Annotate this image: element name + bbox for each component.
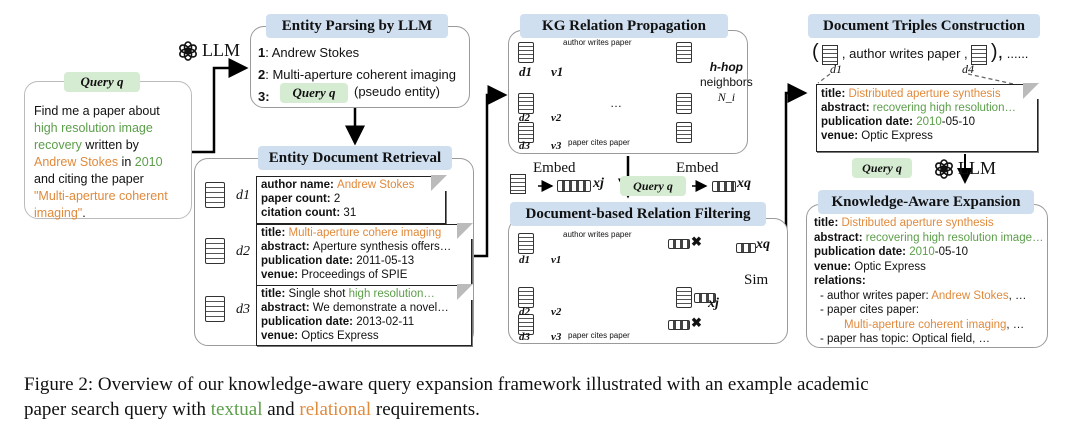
query-box bbox=[24, 81, 192, 219]
doc-card-d3: title: Single shot high resolution… abst… bbox=[256, 284, 473, 346]
filter-label-d1: d1 bbox=[519, 254, 530, 266]
kg-label-d1: d1 bbox=[519, 64, 532, 79]
kg-label-d3: d3 bbox=[519, 140, 530, 152]
filter-xj: xj bbox=[708, 296, 719, 311]
entity-parsing-title: Entity Parsing by LLM bbox=[266, 14, 448, 38]
kg-label-d2: d2 bbox=[519, 112, 530, 124]
filtering-box bbox=[508, 218, 788, 344]
expansion-content: title: Distributed aperture synthesis ab… bbox=[814, 217, 1044, 345]
filter-rel-top: author writes paper bbox=[563, 230, 632, 239]
pseudo-entity-text: (pseudo entity) bbox=[354, 84, 440, 99]
kg-hop: h-hop neighbors N_i bbox=[700, 60, 753, 104]
embed-label-left: Embed bbox=[533, 160, 576, 176]
embedding-icon bbox=[694, 293, 716, 303]
kg-propagation-title: KG Relation Propagation bbox=[520, 14, 728, 38]
kg-rel-bottom: paper cites paper bbox=[568, 138, 630, 147]
kg-dots: … bbox=[610, 96, 622, 110]
entity-parsing-list: 1: Andrew Stokes 2: Multi-aperture coher… bbox=[258, 45, 456, 104]
doc-icon bbox=[676, 122, 692, 143]
filter-rel-bottom: paper cites paper bbox=[568, 331, 630, 340]
triples-query-chip: Query q bbox=[852, 158, 912, 178]
triples-dashes bbox=[817, 73, 1019, 86]
triple-card: title: Distributed aperture synthesis ab… bbox=[816, 83, 1039, 152]
doc-icon bbox=[205, 296, 225, 322]
doc-icon bbox=[676, 287, 692, 308]
openai-logo-icon bbox=[178, 41, 198, 61]
doc-label-d1: d1 bbox=[236, 188, 250, 203]
triple-d4: d4 bbox=[962, 62, 974, 76]
filter-label-v3: v3 bbox=[551, 331, 562, 343]
filter-label-v2: v2 bbox=[551, 306, 562, 318]
triple-row: ( , author writes paper , ), ...... bbox=[812, 41, 1029, 65]
embedding-icon bbox=[736, 243, 756, 253]
kg-label-v1: v1 bbox=[551, 64, 564, 79]
sim-label: Sim bbox=[744, 272, 769, 288]
kg-rel-top: author writes paper bbox=[563, 38, 632, 47]
doc-icon bbox=[518, 233, 534, 254]
doc-stack-icon bbox=[510, 174, 526, 194]
reject-x-icon: ✖ bbox=[691, 315, 702, 330]
pseudo-entity-chip: Query q bbox=[280, 83, 348, 103]
query-label: Query q bbox=[64, 72, 140, 92]
embed-label-right: Embed bbox=[676, 160, 719, 176]
embedding-icon bbox=[668, 239, 690, 249]
embedding-icon bbox=[668, 320, 690, 330]
embedding-icon bbox=[712, 181, 736, 192]
doc-icon bbox=[676, 42, 692, 63]
doc-card-d1: author name: Andrew Stokes paper count: … bbox=[256, 175, 447, 224]
doc-icon bbox=[518, 42, 534, 63]
expansion-title: Knowledge-Aware Expansion bbox=[818, 190, 1034, 214]
expansion-box bbox=[806, 204, 1048, 348]
doc-icon bbox=[676, 93, 692, 114]
doc-card-d2: title: Multi-aperture cohere imaging abs… bbox=[256, 223, 473, 286]
query-text: Find me a paper about high resolution im… bbox=[34, 104, 168, 220]
arrow-query-to-parsing bbox=[191, 58, 249, 154]
openai-logo-icon bbox=[934, 159, 954, 179]
filter-label-v1: v1 bbox=[551, 254, 562, 266]
doc-triples-title: Document Triples Construction bbox=[808, 14, 1040, 38]
reject-x-icon: ✖ bbox=[691, 234, 702, 249]
doc-icon bbox=[205, 182, 225, 208]
filter-xq: xq bbox=[756, 237, 770, 252]
filter-label-d2: d2 bbox=[519, 306, 530, 318]
kg-label-v3: v3 bbox=[551, 140, 562, 152]
filter-label-d3: d3 bbox=[519, 331, 530, 343]
doc-label-d2: d2 bbox=[236, 244, 250, 259]
doc-icon bbox=[518, 287, 534, 308]
embed-xj: xj bbox=[593, 176, 604, 191]
triple-d1: d1 bbox=[830, 62, 842, 76]
doc-icon bbox=[518, 122, 534, 143]
triples-llm-label: LLM bbox=[958, 158, 996, 178]
figure-caption: Figure 2: Overview of our knowledge-awar… bbox=[24, 374, 869, 420]
arrow-retrieval-to-kg bbox=[474, 85, 508, 258]
doc-icon bbox=[205, 238, 225, 264]
doc-label-d3: d3 bbox=[236, 302, 250, 317]
doc-icon bbox=[518, 93, 534, 114]
embed-xq: xq bbox=[737, 176, 751, 191]
embedding-stack-icon bbox=[557, 180, 591, 192]
kg-label-v2: v2 bbox=[551, 112, 562, 124]
entity-retrieval-title: Entity Document Retrieval bbox=[258, 146, 452, 170]
llm-label: LLM bbox=[202, 40, 240, 60]
embed-query-chip: Query q bbox=[620, 176, 686, 196]
doc-icon bbox=[518, 314, 534, 335]
filtering-title: Document-based Relation Filtering bbox=[510, 202, 766, 226]
